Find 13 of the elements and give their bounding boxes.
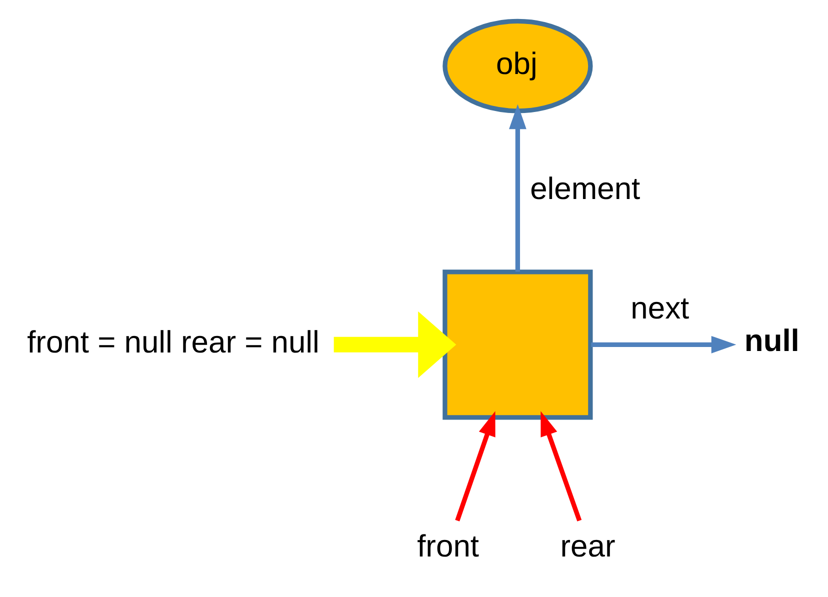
node-text: front bbox=[417, 528, 479, 564]
node-ellipse: obj bbox=[442, 18, 593, 113]
edge-label: element bbox=[530, 170, 640, 206]
arrow bbox=[591, 335, 736, 353]
arrow bbox=[334, 310, 456, 378]
node-text: null bbox=[744, 322, 800, 358]
arrow bbox=[540, 410, 582, 521]
node-text: rear bbox=[560, 528, 616, 564]
node-text: front = null rear = null bbox=[27, 324, 320, 359]
arrow bbox=[455, 410, 496, 521]
arrow bbox=[509, 104, 526, 272]
node-box bbox=[442, 269, 593, 420]
edge-label: next bbox=[630, 290, 690, 325]
